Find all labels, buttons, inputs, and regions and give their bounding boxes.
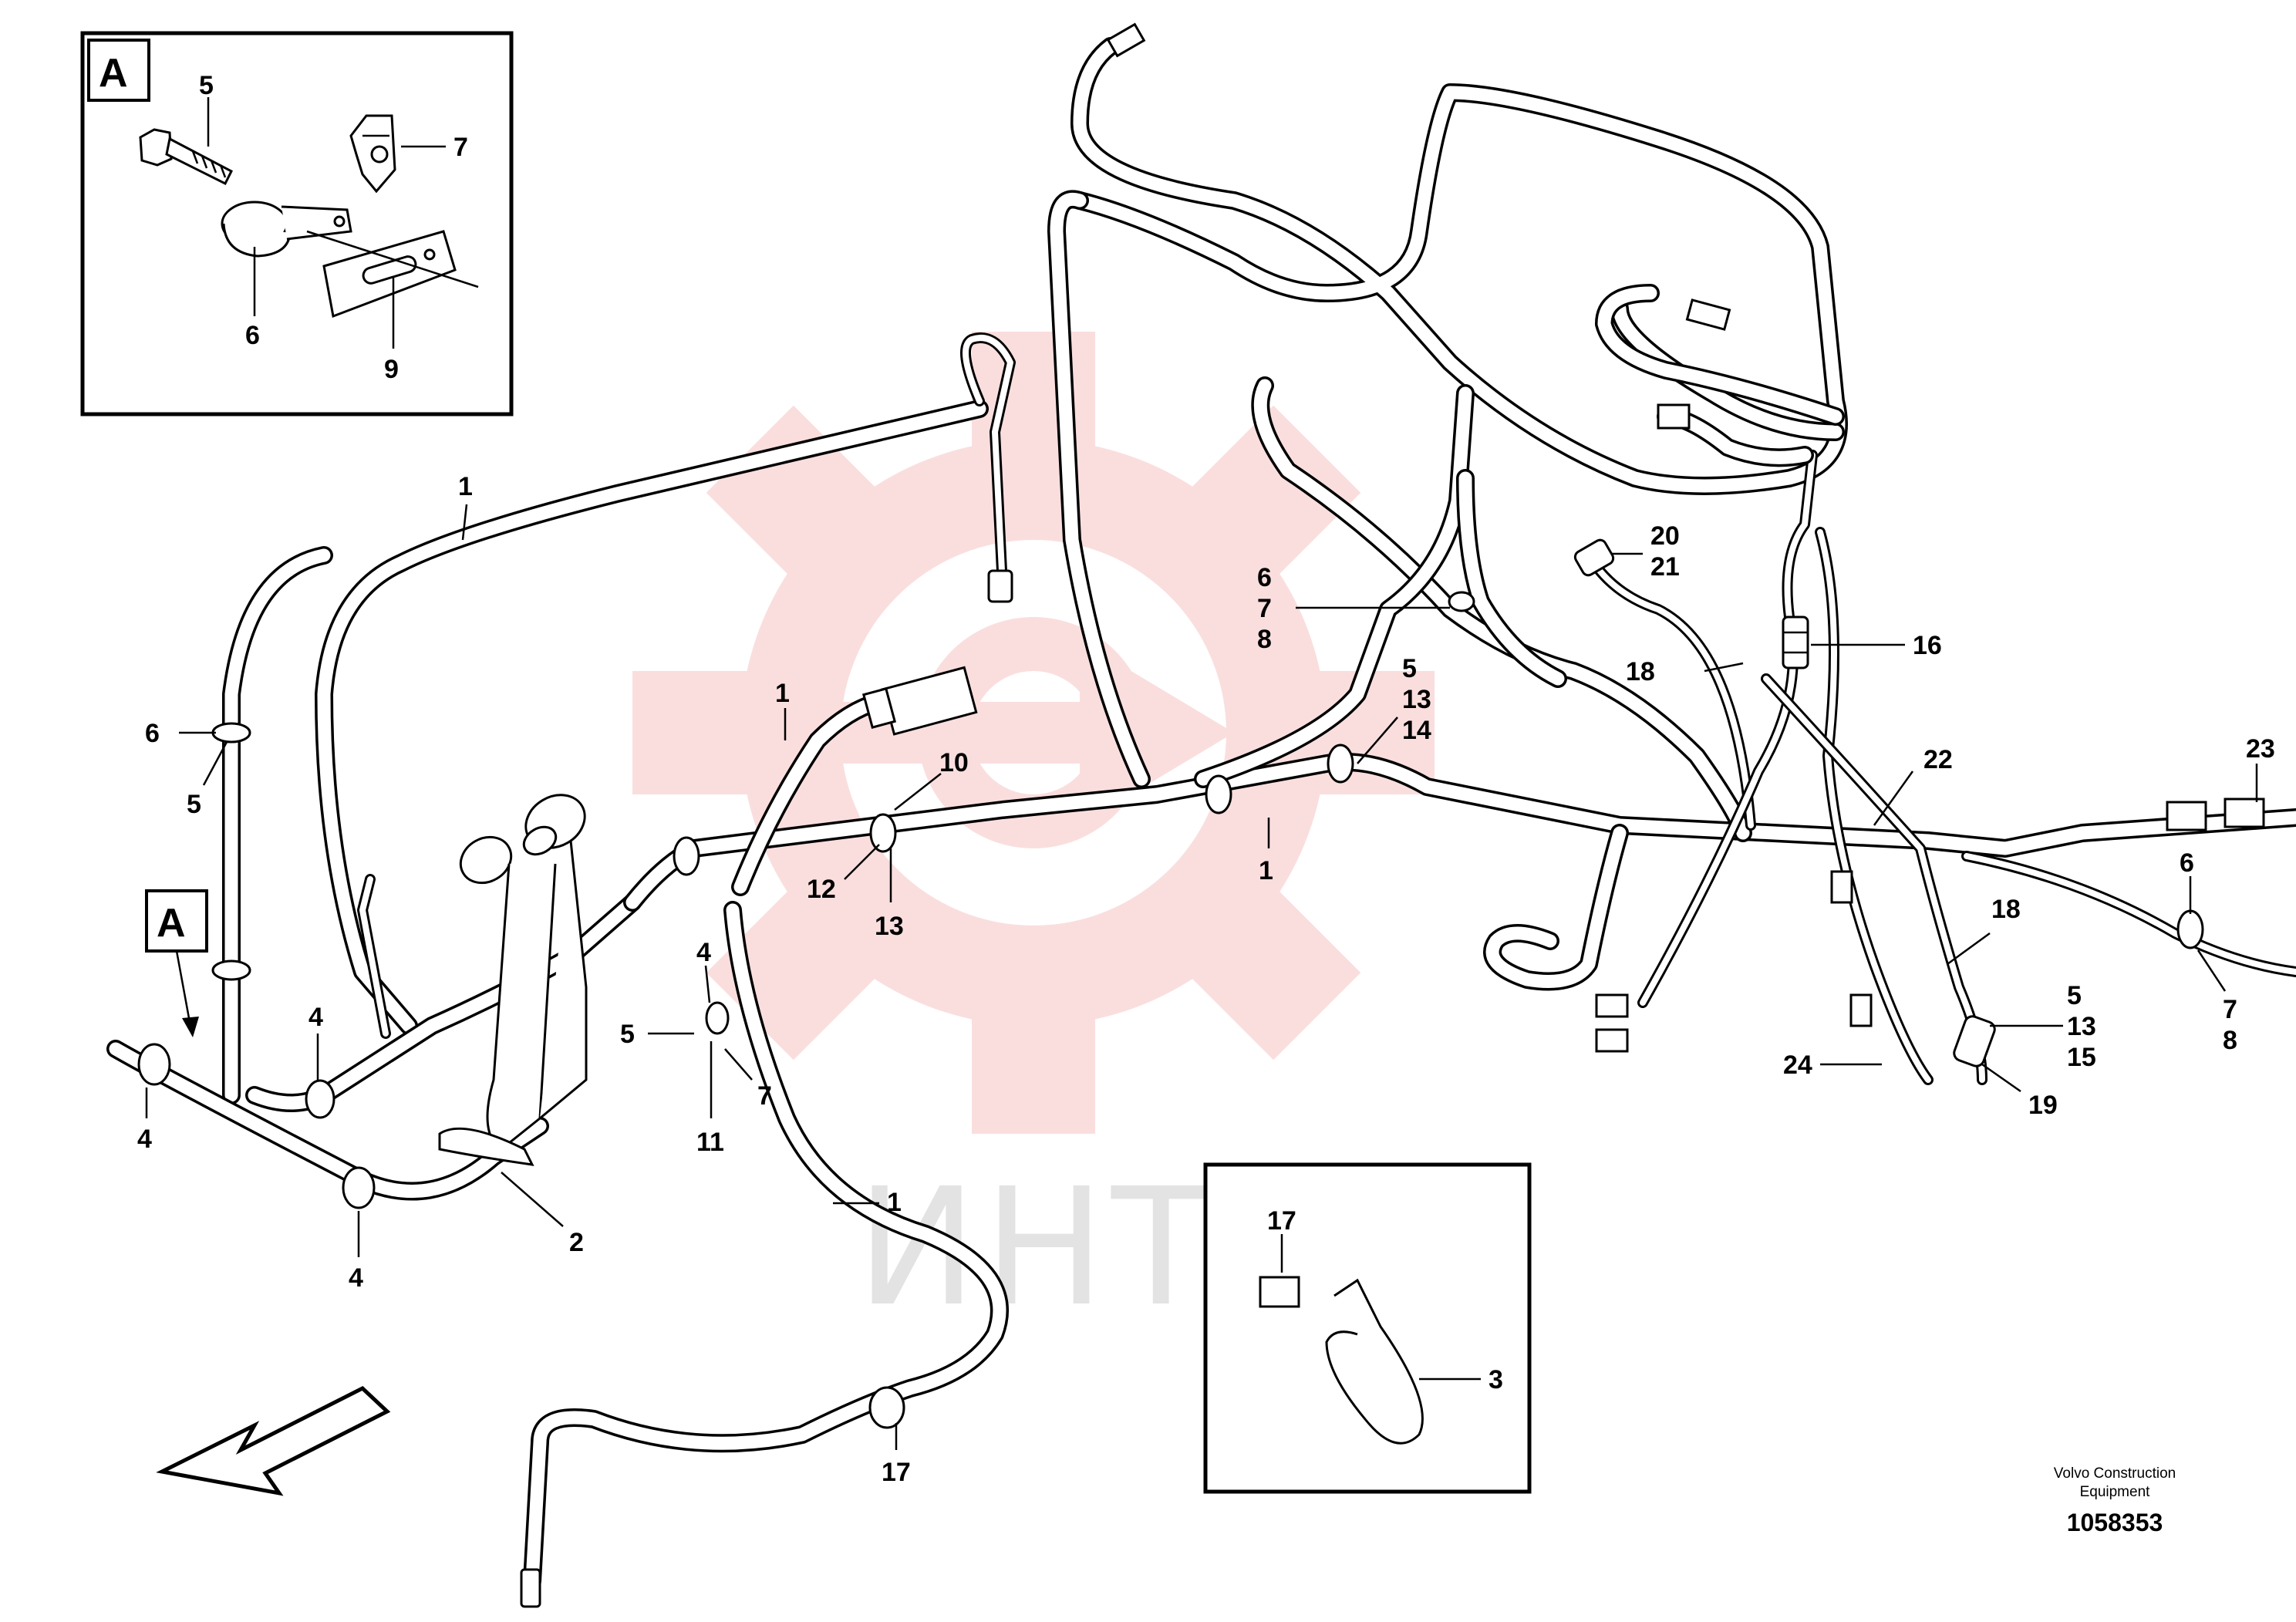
callout-7-detail: 7 (453, 133, 468, 162)
callout-15: 15 (2067, 1043, 2096, 1072)
clamp-icon (673, 836, 700, 876)
detail-view-tag: A (99, 51, 128, 96)
callout-5-detail: 5 (199, 71, 214, 100)
callout-8-right: 8 (2223, 1026, 2237, 1055)
clamp-icon (342, 1166, 376, 1209)
forward-direction-arrow-icon (156, 1385, 391, 1496)
callout-10: 10 (939, 748, 969, 777)
detail-view-cable-tie: 17 3 (1203, 1162, 1532, 1494)
callout-18-lower: 18 (1991, 895, 2021, 924)
clamp-icon (305, 1079, 335, 1119)
callout-7-mid: 7 (1257, 594, 1272, 623)
components (438, 22, 2265, 1608)
elbow-fitting-icon (438, 794, 588, 1166)
callout-14: 14 (1402, 716, 1431, 745)
callout-7-center: 7 (757, 1081, 772, 1111)
callout-13-far-right: 13 (2067, 1012, 2096, 1041)
clamp-icon (1327, 744, 1354, 784)
callout-7-right: 7 (2223, 995, 2237, 1024)
callout-17-bottom: 17 (882, 1458, 911, 1487)
callout-5-right: 5 (1402, 654, 1417, 683)
callout-9-detail: 9 (384, 355, 399, 384)
callout-1-right: 1 (1259, 856, 1273, 885)
clamp-icon (1205, 774, 1232, 814)
clamp-icon (1448, 591, 1475, 612)
callout-4-bottom: 4 (349, 1263, 363, 1293)
credit-line-1: Volvo Construction (2054, 1465, 2176, 1482)
edge-clip-icon (1259, 1276, 1300, 1308)
callouts: 1 1 1 1 2 6 5 4 4 4 4 5 7 11 10 12 13 (137, 472, 2275, 1487)
cable-tie-icon (1325, 1278, 1424, 1445)
callout-11: 11 (696, 1128, 724, 1157)
callout-19: 19 (2028, 1091, 2058, 1120)
callout-13-center: 13 (875, 912, 904, 941)
callout-2: 2 (569, 1228, 584, 1257)
callout-3: 3 (1489, 1365, 1503, 1394)
document-number: 1058353 (2067, 1509, 2163, 1536)
callout-6-detail: 6 (245, 321, 260, 350)
callout-24: 24 (1783, 1050, 1812, 1080)
callout-5-center: 5 (620, 1020, 635, 1049)
clamp-icon (137, 1043, 171, 1086)
clamp-icon (705, 1001, 730, 1035)
callout-6-mid: 6 (1257, 563, 1272, 592)
callout-21: 21 (1650, 552, 1680, 582)
document-footer: Volvo Construction Equipment 1058353 (2054, 1465, 2176, 1536)
callout-12: 12 (807, 875, 836, 904)
detail-view-a: A 5 7 6 (80, 31, 514, 416)
callout-6-left: 6 (145, 719, 160, 748)
callout-16: 16 (1913, 631, 1942, 660)
callout-17-detail: 17 (1267, 1206, 1296, 1236)
callout-5-left: 5 (187, 790, 201, 819)
callout-8-mid: 8 (1257, 625, 1272, 654)
callout-22: 22 (1923, 745, 1953, 774)
clamp-icon (869, 813, 897, 853)
cable-tie-icon (868, 1386, 905, 1429)
credit-line-2: Equipment (2080, 1484, 2151, 1500)
callout-13-right: 13 (1402, 685, 1431, 714)
top-plug-icon (1106, 22, 1146, 58)
callout-4-left-upper: 4 (308, 1003, 323, 1032)
callout-23: 23 (2246, 734, 2275, 764)
callout-4-center: 4 (696, 938, 711, 967)
view-marker-a: A (145, 889, 208, 1037)
hose-clamp-icon (221, 201, 352, 258)
clamp-icon (2176, 909, 2204, 949)
connector-block-icon (861, 666, 978, 736)
callout-6-right: 6 (2180, 848, 2194, 878)
spring-nut-icon (349, 114, 396, 194)
callout-1-bottom: 1 (887, 1188, 902, 1217)
clamp-icon (211, 959, 251, 981)
callout-1-top-left: 1 (458, 472, 473, 501)
clamps (137, 591, 2204, 1429)
callout-20: 20 (1650, 521, 1680, 551)
bolt-icon (139, 128, 233, 186)
callout-4-left-lower: 4 (137, 1125, 152, 1154)
callout-5-far-right: 5 (2067, 981, 2082, 1010)
harness-group (106, 37, 2296, 1590)
callout-1-center: 1 (775, 679, 790, 708)
view-marker-tag: A (157, 901, 186, 946)
clamp-icon (211, 722, 251, 744)
callout-18-upper: 18 (1626, 657, 1655, 686)
